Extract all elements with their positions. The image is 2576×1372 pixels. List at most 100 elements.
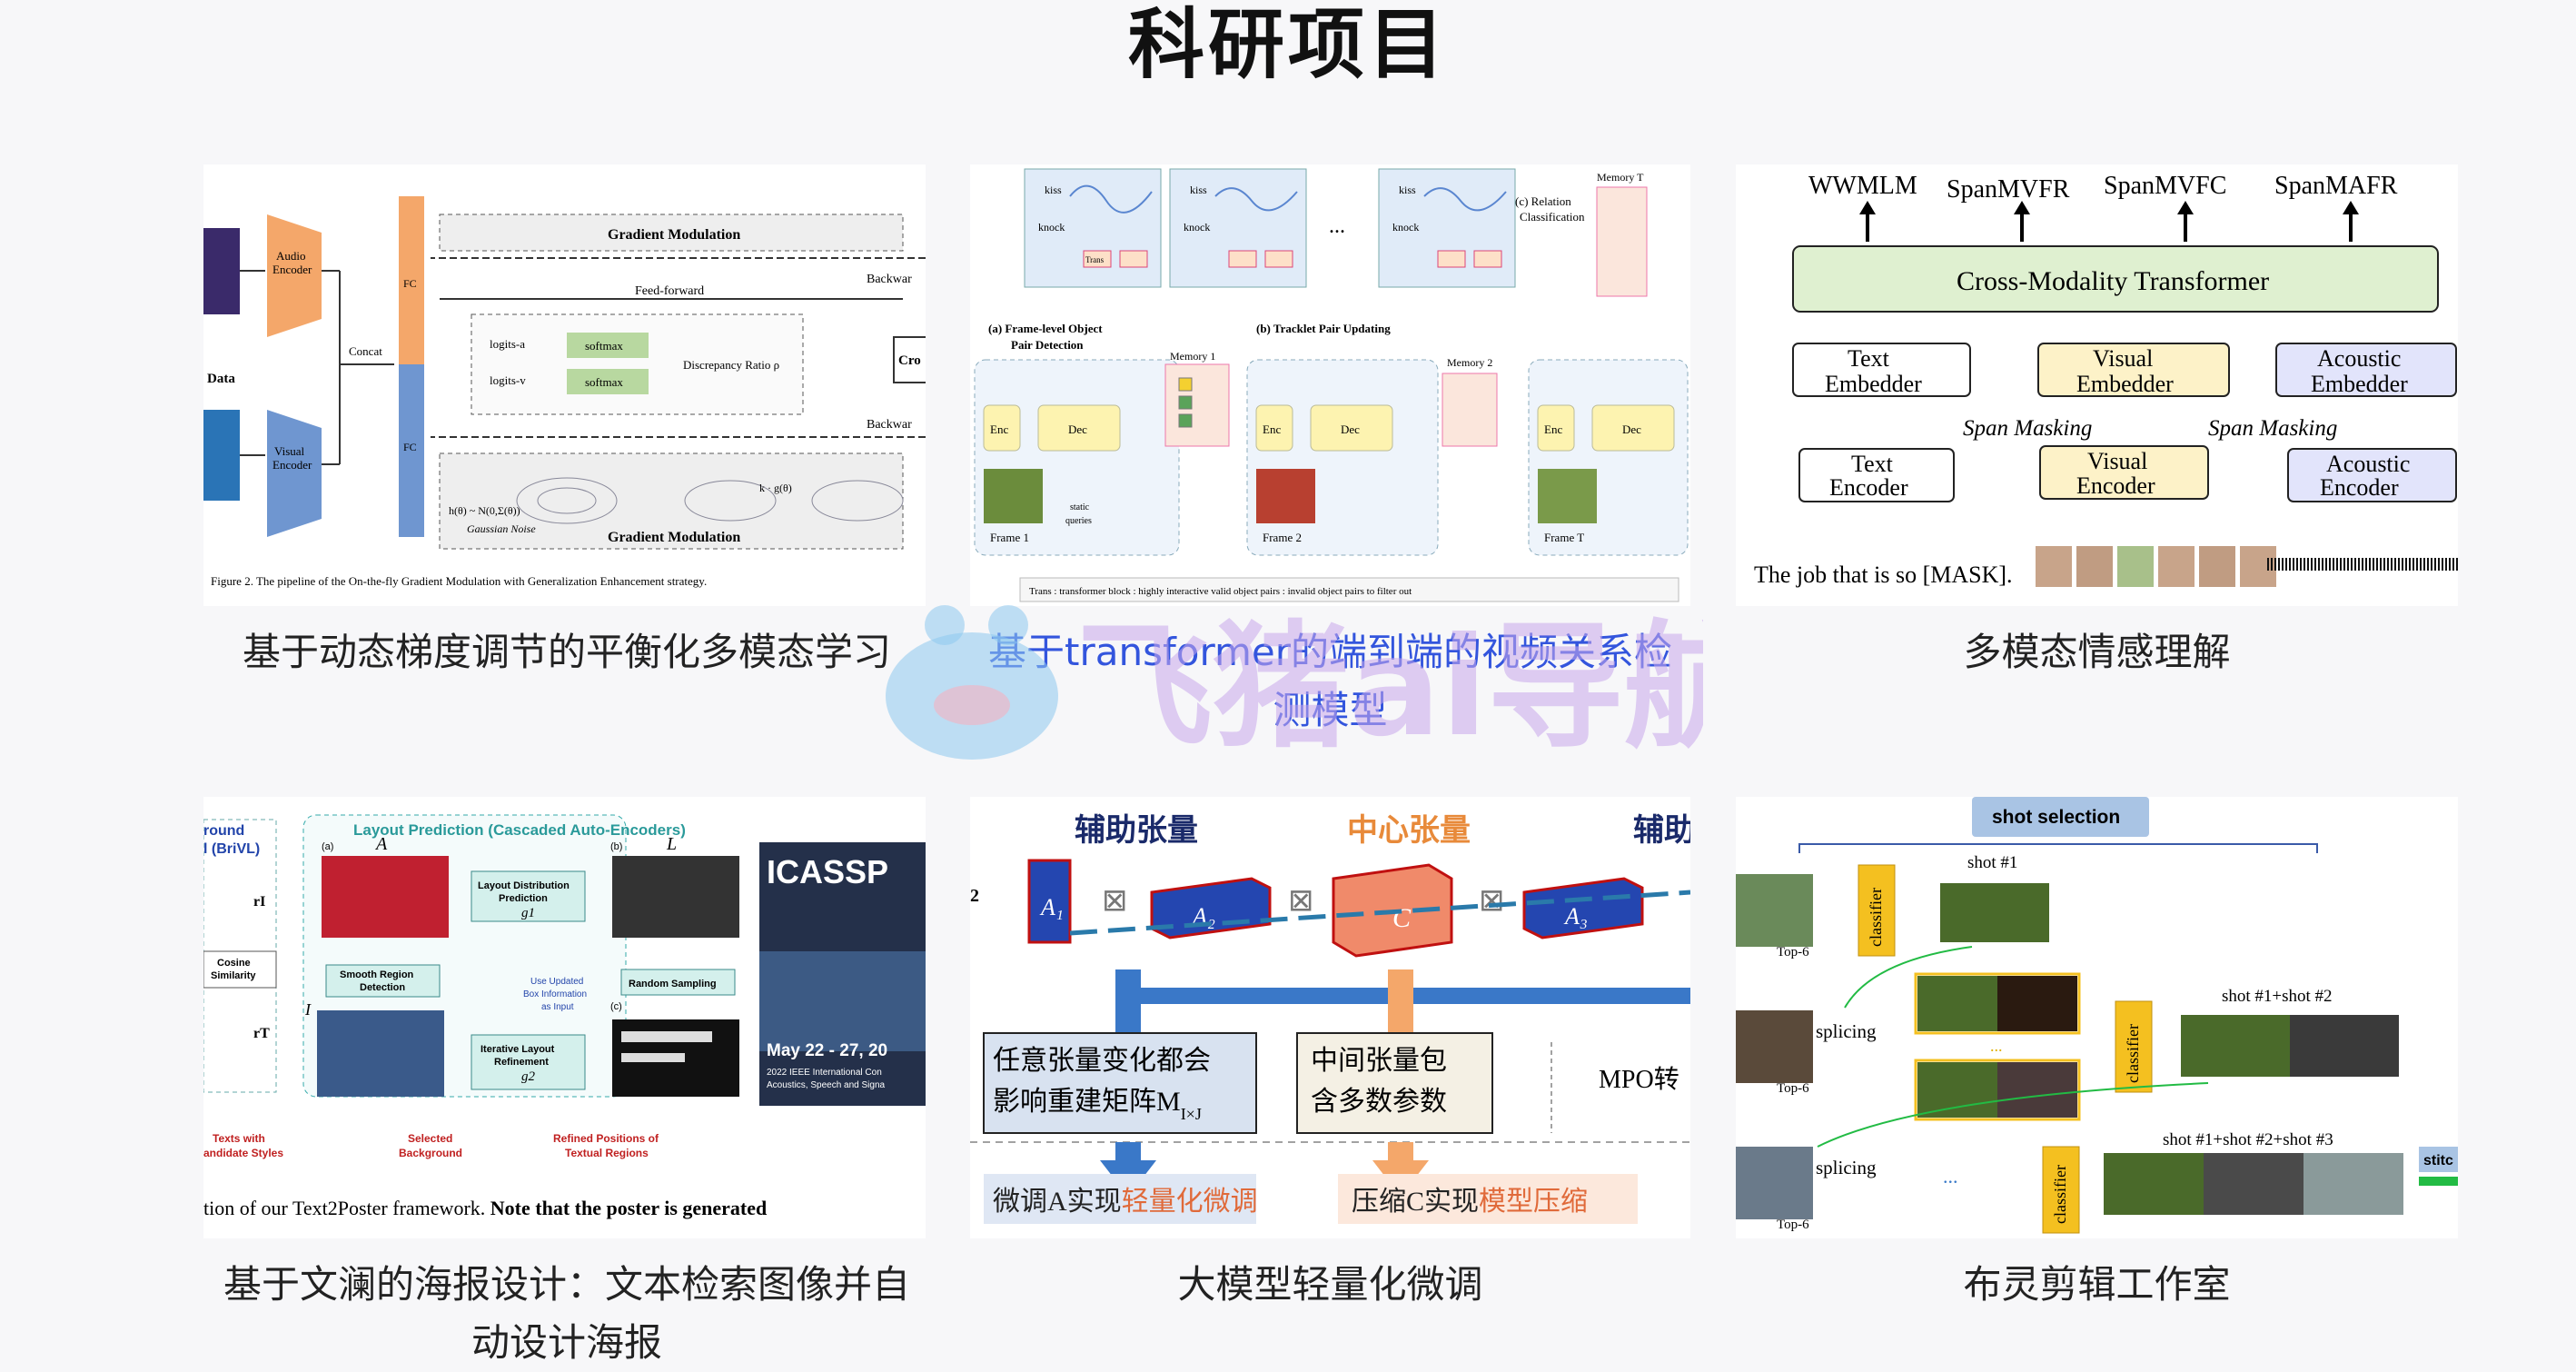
fc-audio xyxy=(399,196,424,364)
tensor-a1 xyxy=(1027,859,1072,944)
caption-line2[interactable]: 动设计海报 xyxy=(471,1320,662,1365)
use-updated-label: Use Updated xyxy=(530,977,583,987)
box2-line1: 中间张量包 xyxy=(1311,1046,1447,1076)
enc-label-2: Enc xyxy=(1263,423,1281,436)
classifier-1 xyxy=(1858,864,1896,957)
b-label: (b) xyxy=(610,841,622,852)
project-caption[interactable]: 基于动态梯度调节的平衡化多模态学习 xyxy=(242,630,891,674)
audio-encoder-label: Audio xyxy=(276,249,306,263)
knock-label: knock xyxy=(1038,221,1065,234)
cross-modality-transformer xyxy=(1792,245,2439,313)
project-thumbnail[interactable]: Data Audio Encoder Visual Encoder Concat… xyxy=(203,164,926,606)
icassp-title: ICASSP xyxy=(767,853,888,890)
audio-spectrogram xyxy=(203,228,240,314)
enc-label-3: Enc xyxy=(1544,423,1562,436)
classifier-label1: classifier xyxy=(1867,888,1885,947)
feed-forward-label: Feed-forward xyxy=(635,284,704,298)
fc-visual xyxy=(399,364,424,537)
audio-encoder-label2: Encoder xyxy=(272,263,312,276)
heatmap-a xyxy=(322,856,449,938)
memory1-label: Memory 1 xyxy=(1170,350,1215,363)
head-spanmvfr: SpanMVFR xyxy=(1947,175,2070,204)
shot12-label: shot #1+shot #2 xyxy=(2222,987,2333,1006)
project-thumbnail[interactable]: round l (BriVL) Layout Prediction (Casca… xyxy=(203,797,926,1238)
caption-line1[interactable]: 基于文澜的海报设计：文本检索图像并自 xyxy=(223,1262,910,1307)
splicing-label1: splicing xyxy=(1816,1020,1877,1042)
project-thumbnail[interactable]: shot selection Top-6 classifier shot #1 … xyxy=(1736,797,2458,1238)
frame-obj-label2: Pair Detection xyxy=(1011,338,1084,352)
project-thumbnail[interactable]: 辅助张量 中心张量 辅助 2 A₁ ⊠ A₂ ⊠ C ⊠ A₃ 任意张量变化都会… xyxy=(970,797,1690,1238)
kiss-label: kiss xyxy=(1045,184,1062,196)
legend-text: Trans : transformer block : highly inter… xyxy=(1029,586,1412,597)
dots-label: ... xyxy=(1329,214,1345,238)
project-caption[interactable]: 大模型轻量化微调 xyxy=(1177,1262,1483,1307)
grad-formula: k · g(θ) xyxy=(759,482,792,494)
fc-label2: FC xyxy=(403,441,417,453)
static-queries-label: static xyxy=(1070,502,1090,512)
gm-bottom-label: Gradient Modulation xyxy=(608,530,740,545)
softmax-label2: softmax xyxy=(585,375,623,389)
backward-label1: Backwar xyxy=(867,273,912,286)
use-updated-label2: Box Information xyxy=(523,989,587,999)
rel-cls-label: (c) Relation xyxy=(1515,194,1571,208)
span-masking-2: Span Masking xyxy=(2208,416,2337,441)
caption-line2[interactable]: 测模型 xyxy=(1273,688,1388,732)
visual-encoder xyxy=(267,410,322,537)
pipeline-figure: Data Audio Encoder Visual Encoder Concat… xyxy=(203,196,926,588)
visual-encoder-label2: Encoder xyxy=(272,458,312,472)
a1-label: A₁ xyxy=(1039,894,1064,920)
icassp-date: May 22 - 27, 20 xyxy=(767,1041,887,1060)
icassp-sub2: Acoustics, Speech and Signa xyxy=(767,1080,886,1090)
input-sentence: The job that is so [MASK]. xyxy=(1754,562,2013,588)
center-label: 中心张量 xyxy=(1347,813,1471,848)
legend-box xyxy=(1019,577,1679,602)
box2 xyxy=(1296,1032,1493,1134)
texts-with-label2: andidate Styles xyxy=(203,1147,283,1159)
acoustic-embedder-label2: Embedder xyxy=(2311,371,2408,397)
iterative-label2: Refinement xyxy=(494,1057,549,1068)
visual-embedder-label: Visual xyxy=(2093,345,2153,372)
text-encoder-label2: Encoder xyxy=(1829,474,1908,501)
frame1-image xyxy=(984,469,1043,523)
top6-label3: Top-6 xyxy=(1777,1218,1809,1232)
project-caption[interactable]: 布灵剪辑工作室 xyxy=(1963,1262,2231,1307)
sentiment-figure: WWMLM SpanMVFR SpanMVFC SpanMAFR Cross-M… xyxy=(1754,172,2458,588)
caption-line1[interactable]: 基于transformer的端到端的视频关系检 xyxy=(987,630,1672,674)
enc-label: Enc xyxy=(990,423,1008,436)
layout-dist-box xyxy=(471,870,586,922)
top6-label2: Top-6 xyxy=(1777,1081,1809,1096)
audio-encoder xyxy=(267,214,322,337)
mpo-label: MPO转 xyxy=(1599,1065,1679,1094)
project-caption[interactable]: 基于文澜的海报设计：文本检索图像并自 动设计海报 xyxy=(203,1256,930,1372)
aux1-label: 辅助张量 xyxy=(1075,813,1198,848)
project-caption-link[interactable]: 基于transformer的端到端的视频关系检 测模型 xyxy=(970,623,1690,740)
top6-image2 xyxy=(1736,1010,1813,1083)
backward-label2: Backwar xyxy=(867,418,912,432)
rI-label: rI xyxy=(253,894,265,910)
tensor-a3 xyxy=(1522,877,1644,940)
dec-label: Dec xyxy=(1068,423,1087,436)
box1 xyxy=(983,1032,1257,1134)
shot1-image xyxy=(1940,883,2049,942)
shot-selection-box xyxy=(1972,797,2149,837)
bottom2 xyxy=(1338,1174,1638,1224)
logits-v-label: logits-v xyxy=(490,373,526,387)
gm-top-box xyxy=(439,214,904,252)
rT-label: rT xyxy=(253,1026,270,1041)
acoustic-embedder xyxy=(2275,343,2457,397)
head-wwmlm: WWMLM xyxy=(1808,172,1917,200)
iterative-box xyxy=(471,1034,586,1090)
kiss-label-2: kiss xyxy=(1190,184,1207,196)
project-caption[interactable]: 多模态情感理解 xyxy=(1963,630,2231,674)
span-masking-1: Span Masking xyxy=(1963,416,2092,441)
texts-with-label: Texts with xyxy=(213,1132,265,1145)
kiss-label-3: kiss xyxy=(1399,184,1416,196)
frameT-label: Frame T xyxy=(1544,531,1584,544)
frame-obj-label: (a) Frame-level Object xyxy=(988,322,1103,335)
acoustic-encoder-label2: Encoder xyxy=(2320,474,2399,501)
softmax-a xyxy=(567,333,649,358)
selected-label: Selected xyxy=(408,1132,452,1145)
frame2-block xyxy=(1246,359,1439,556)
project-thumbnail[interactable]: WWMLM SpanMVFR SpanMVFC SpanMAFR Cross-M… xyxy=(1736,164,2458,606)
project-thumbnail[interactable]: kiss knock kiss knock kiss knock Trans .… xyxy=(970,164,1690,606)
